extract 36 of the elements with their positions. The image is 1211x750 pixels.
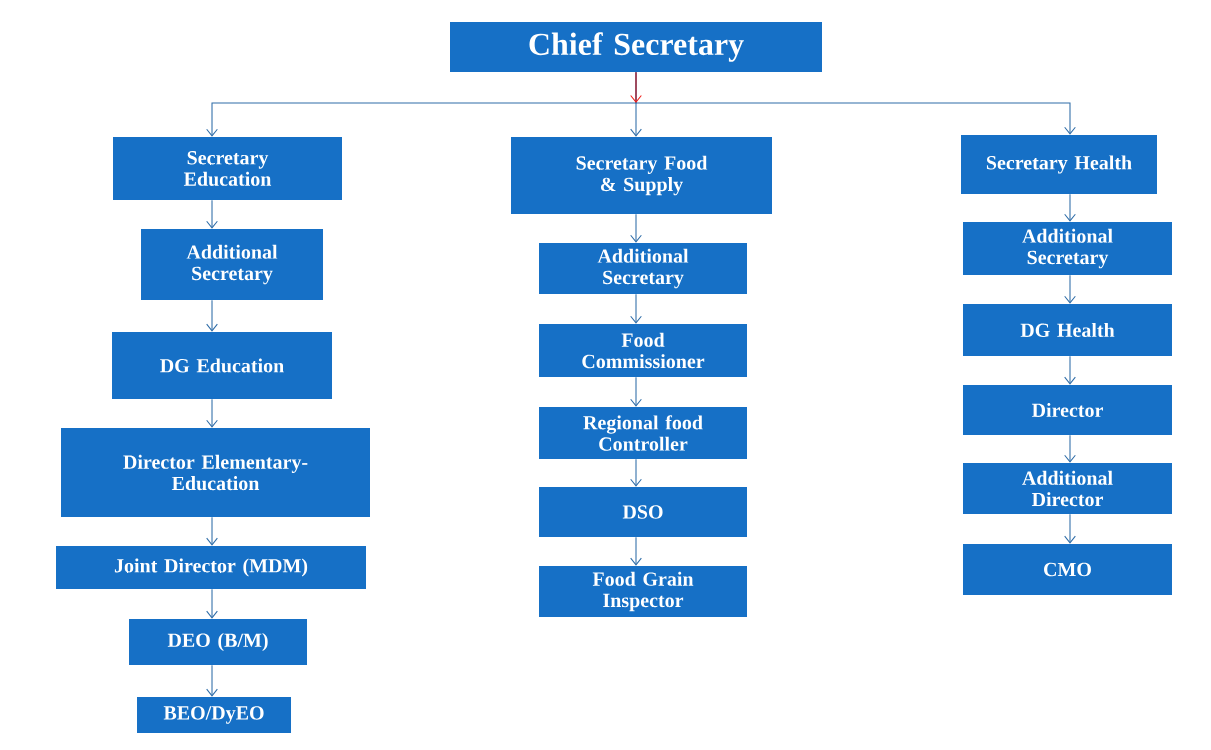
position-box: DEO (B/M) — [129, 619, 307, 665]
position-box: Additional Director — [963, 463, 1172, 514]
position-box: CMO — [963, 544, 1172, 595]
position-box: Additional Secretary — [539, 243, 747, 294]
position-box: Secretary Food & Supply — [511, 137, 772, 214]
arrow — [206, 199, 218, 229]
position-box: DG Education — [112, 332, 332, 399]
arrow — [630, 293, 642, 324]
position-box: BEO/DyEO — [137, 697, 291, 733]
arrow — [1064, 274, 1076, 304]
arrow — [1064, 434, 1076, 463]
arrow — [206, 516, 218, 546]
arrow — [206, 398, 218, 428]
position-box: Director Elementary-Education — [61, 428, 370, 517]
arrow — [630, 536, 642, 566]
arrow — [630, 213, 642, 243]
arrow — [1064, 193, 1076, 222]
position-box: Director — [963, 385, 1172, 435]
position-box: Secretary Health — [961, 135, 1157, 194]
position-box: DSO — [539, 487, 747, 537]
arrow — [1064, 513, 1076, 544]
title-box: Chief Secretary — [450, 22, 822, 72]
position-box: Joint Director (MDM) — [56, 546, 366, 589]
position-box: Regional food Controller — [539, 407, 747, 459]
arrow — [630, 458, 642, 487]
position-box: Additional Secretary — [141, 229, 323, 300]
position-box: Additional Secretary — [963, 222, 1172, 275]
position-box: Food Commissioner — [539, 324, 747, 377]
arrow — [206, 299, 218, 332]
position-box: Food Grain Inspector — [539, 566, 747, 617]
arrow — [630, 376, 642, 407]
arrow — [206, 588, 218, 619]
position-box: DG Health — [963, 304, 1172, 356]
arrow — [1064, 355, 1076, 385]
position-box: Secretary Education — [113, 137, 342, 200]
arrow — [206, 664, 218, 697]
